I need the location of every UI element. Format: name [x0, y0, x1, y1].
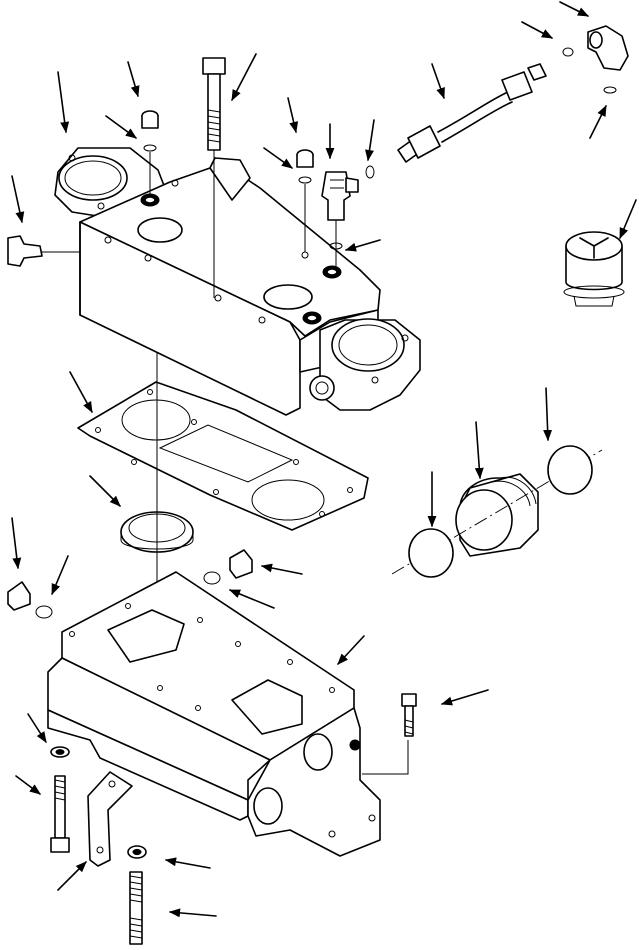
upper-housing [54, 147, 421, 416]
filter-seal-left [408, 528, 454, 578]
left-adapter [7, 235, 80, 267]
oil-tube [397, 63, 547, 163]
filter-seal-right [547, 445, 593, 495]
bolt-top [202, 57, 226, 151]
bracket [87, 771, 133, 867]
elbow-fitting [562, 25, 629, 94]
side-bolt [401, 693, 417, 737]
lower-plug-left [7, 581, 53, 619]
base-housing [47, 571, 381, 857]
bolt-left [50, 775, 70, 853]
callout-arrows [11, 1, 637, 918]
filter-cartridge [455, 473, 539, 557]
thermostat-element [563, 231, 625, 307]
lower-plug-right [203, 549, 253, 585]
plug-top [141, 110, 159, 196]
gasket [77, 381, 369, 531]
plug-mid [296, 149, 314, 252]
switch-fitting [321, 165, 375, 266]
stud [129, 871, 143, 945]
washer-left [50, 746, 70, 758]
lock-washer [127, 845, 147, 859]
